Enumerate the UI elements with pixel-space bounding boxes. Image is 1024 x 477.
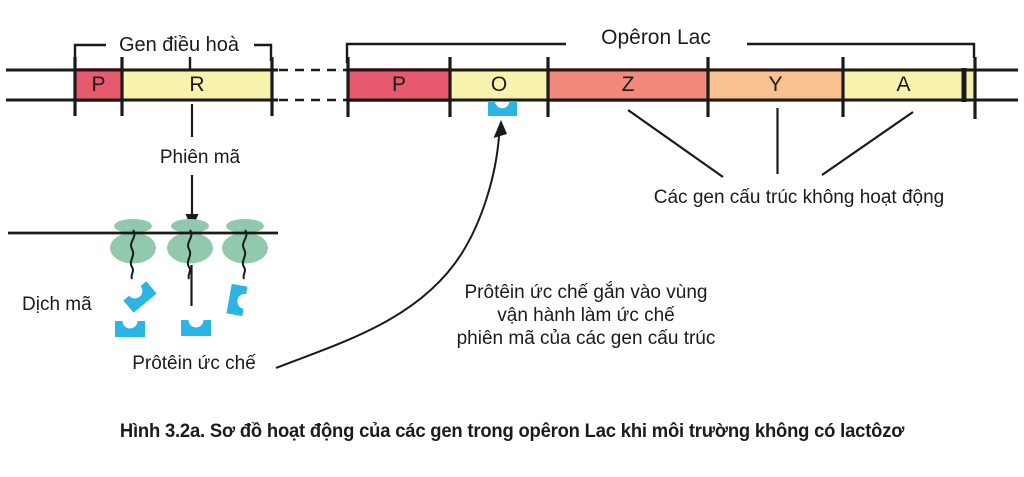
gene-box-z: Z	[548, 68, 708, 102]
regulatory-gene-bracket	[73, 43, 273, 69]
repressor-protein-icon	[226, 283, 248, 317]
gene-letter-r: R	[189, 73, 205, 96]
ribosome-icon	[222, 219, 268, 280]
annotation-repressor-action: Prôtêin ức chế gắn vào vùng vận hành làm…	[420, 281, 752, 350]
repressor-protein-icon	[181, 320, 211, 336]
gene-letter-o: O	[490, 73, 508, 96]
repressor-protein-icon	[123, 281, 157, 313]
gene-boundary-ticks	[73, 57, 977, 119]
label-translation: Dịch mã	[22, 294, 92, 315]
gene-box-y: Y	[708, 68, 843, 102]
gene-box-promoter-operon: P	[348, 68, 450, 102]
annotation-line: phiên mã của các gen cấu trúc	[456, 328, 716, 349]
gene-letter-p-operon: P	[391, 73, 406, 96]
ribosome-icon	[167, 219, 213, 280]
gene-letter-a: A	[896, 73, 911, 96]
dna-strand-lines	[6, 68, 1018, 102]
label-repressor-protein: Prôtêin ức chế	[132, 353, 256, 374]
repressor-protein-icon	[115, 321, 145, 337]
label-operon-lac: Opêron Lac	[601, 26, 711, 49]
gene-box-promoter-regulatory: P	[75, 68, 122, 102]
gene-box-a: A	[843, 68, 964, 102]
gene-letter-y: Y	[768, 73, 783, 96]
annotation-line: vận hành làm ức chế	[497, 305, 675, 326]
label-structural-genes-inactive: Các gen cấu trúc không hoạt động	[653, 187, 945, 208]
ribosome-icon	[110, 219, 156, 280]
operon-lac-bracket	[345, 42, 976, 63]
repressor-binding-icon	[488, 101, 517, 116]
ribosome-row	[110, 219, 268, 280]
label-regulatory-gene: Gen điều hoà	[118, 34, 240, 56]
repression-arrow	[275, 120, 507, 369]
figure-caption: Hình 3.2a. Sơ đồ hoạt động của các gen t…	[119, 421, 905, 442]
operon-end-segment	[966, 68, 975, 102]
repressor-pieces	[115, 281, 248, 337]
gene-box-operator-o: O	[450, 68, 548, 102]
annotation-line: Prôtêin ức chế gắn vào vùng	[464, 282, 708, 303]
gene-box-regulator-r: R	[122, 68, 272, 102]
gene-letter-z: Z	[621, 73, 635, 96]
gene-letter-p-regulatory: P	[91, 73, 106, 96]
label-transcription: Phiên mã	[159, 147, 241, 168]
structural-gene-connectors	[627, 108, 914, 178]
